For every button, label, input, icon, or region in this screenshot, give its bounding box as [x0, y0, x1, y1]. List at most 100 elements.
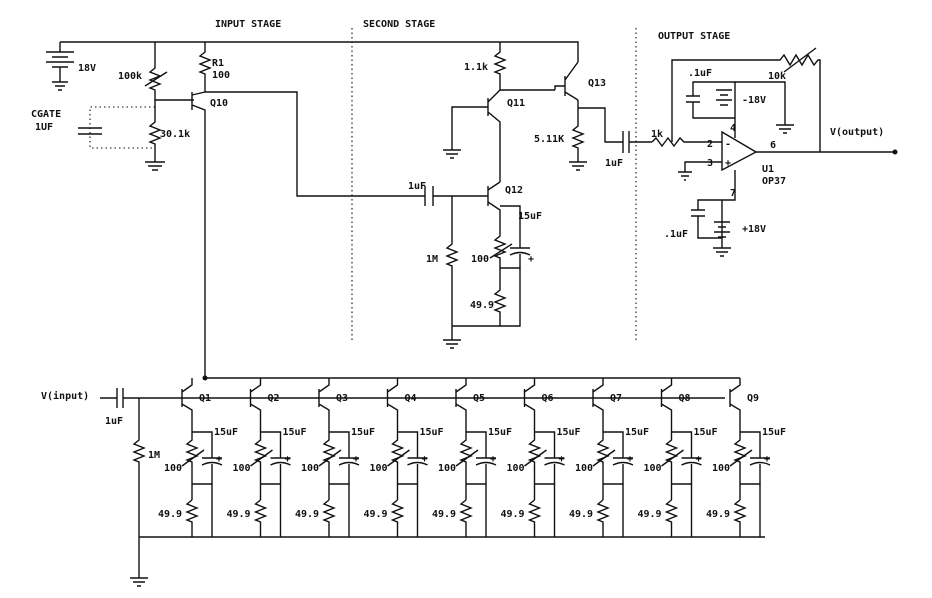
- source-wire: [534, 431, 556, 452]
- pot-label: 100: [301, 463, 319, 474]
- u1-label: U1: [762, 164, 774, 175]
- bypass-capacitor: [397, 452, 428, 485]
- q12-label: Q12: [505, 185, 523, 196]
- r1-100: [198, 42, 212, 92]
- pot-resistor: [733, 432, 747, 500]
- q13-transistor: [554, 61, 579, 101]
- section-output-stage: OUTPUT STAGE: [658, 31, 730, 42]
- c-0-1uf-bot-label: .1uF: [664, 229, 688, 240]
- pot-resistor: [596, 432, 610, 500]
- pot-resistor: [459, 432, 473, 500]
- cap-polarity: +: [422, 454, 428, 465]
- r1-value: 100: [212, 70, 230, 81]
- pin-minus-label: -: [725, 139, 731, 150]
- jfet-symbol: [455, 378, 467, 432]
- c-1uf-coupling-label: 1uF: [408, 181, 426, 192]
- cap-polarity: +: [696, 454, 702, 465]
- source-resistor: [459, 499, 473, 537]
- transistor-label: Q9: [747, 393, 759, 404]
- pot-wiper: [387, 449, 410, 467]
- pot-wiper: [250, 449, 273, 467]
- pot-label: 100: [575, 463, 593, 474]
- pot-resistor: [664, 432, 679, 500]
- section-second-stage: SECOND STAGE: [363, 19, 435, 30]
- source-wire: [260, 431, 282, 452]
- r1-label: R1: [212, 58, 224, 69]
- jfet-symbol: [729, 378, 741, 432]
- r-1k-output-label: 1k: [651, 129, 663, 140]
- input-coupling: [100, 388, 182, 408]
- input-transistor-bank: Q110015uF+49.9Q210015uF+49.9Q310015uF+49…: [158, 378, 786, 537]
- transistor-label: Q4: [405, 393, 417, 404]
- source-wire: [603, 431, 624, 452]
- pot-wiper: [455, 449, 479, 467]
- q12-transistor: [487, 181, 521, 242]
- cap-polarity: +: [353, 454, 359, 465]
- source-wire: [671, 431, 693, 452]
- q10-label: Q10: [210, 98, 228, 109]
- c-1uf-in-label: 1uF: [105, 416, 123, 427]
- r-100-q12-label: 100: [471, 254, 489, 265]
- source-wire: [740, 431, 761, 452]
- section-input-stage: INPUT STAGE: [215, 19, 281, 30]
- bypass-capacitor: [260, 452, 291, 485]
- jfet-symbol: [660, 378, 673, 432]
- pot-label: 100: [370, 463, 388, 474]
- pot-label: 100: [644, 463, 662, 474]
- r-49-9-q12: [452, 268, 521, 327]
- u1-part-label: OP37: [762, 176, 786, 187]
- resistor-label: 49.9: [158, 509, 182, 520]
- cgate-capacitor: [78, 106, 155, 149]
- jfet-symbol: [249, 378, 262, 432]
- jfet-symbol: [386, 378, 399, 432]
- supply-18v: [46, 41, 579, 91]
- r-100k-label: 100k: [118, 71, 142, 82]
- r-1m-second: [443, 196, 461, 349]
- pin-6-label: 6: [770, 140, 776, 151]
- resistor-label: 49.9: [638, 509, 662, 520]
- supply-18v-label: 18V: [78, 63, 96, 74]
- cap-label: 15uF: [557, 427, 581, 438]
- r-5k11: [569, 100, 587, 171]
- pot-label: 100: [507, 463, 525, 474]
- cap-label: 15uF: [283, 427, 307, 438]
- cap-label: 15uF: [214, 427, 238, 438]
- bypass-capacitor: [534, 452, 565, 485]
- cap-label: 15uF: [420, 427, 444, 438]
- opamp-u1: [678, 118, 895, 190]
- r-30k1-label: 30.1k: [160, 129, 190, 140]
- cgate-value: 1UF: [35, 122, 53, 133]
- source-resistor: [596, 499, 610, 537]
- pot-wiper: [524, 449, 547, 467]
- neg-18v-label: -18V: [742, 95, 766, 106]
- source-resistor: [322, 499, 336, 537]
- cap-label: 15uF: [694, 427, 718, 438]
- r-10k-label: 10k: [768, 71, 786, 82]
- r-1k1: [493, 42, 507, 90]
- r-5k11-label: 5.11K: [534, 134, 564, 145]
- resistor-label: 49.9: [569, 509, 593, 520]
- bypass-capacitor: [603, 452, 634, 485]
- pin-2-label: 2: [707, 139, 713, 150]
- r-30k1: [145, 100, 165, 171]
- jfet-symbol: [523, 378, 536, 432]
- pot-resistor: [185, 432, 199, 500]
- jfet-symbol: [318, 378, 330, 432]
- neg-supply-decoupling: [686, 81, 794, 134]
- resistor-label: 49.9: [501, 509, 525, 520]
- source-wire: [397, 431, 419, 452]
- transistor-label: Q3: [336, 393, 348, 404]
- pos-supply-decoupling: [691, 190, 736, 257]
- cap-polarity: +: [285, 454, 291, 465]
- c-15uf-q12-plus: +: [528, 254, 534, 265]
- pot-wiper: [592, 449, 616, 467]
- pot-resistor: [527, 432, 542, 500]
- r-1k1-label: 1.1k: [464, 62, 488, 73]
- source-resistor: [185, 499, 199, 537]
